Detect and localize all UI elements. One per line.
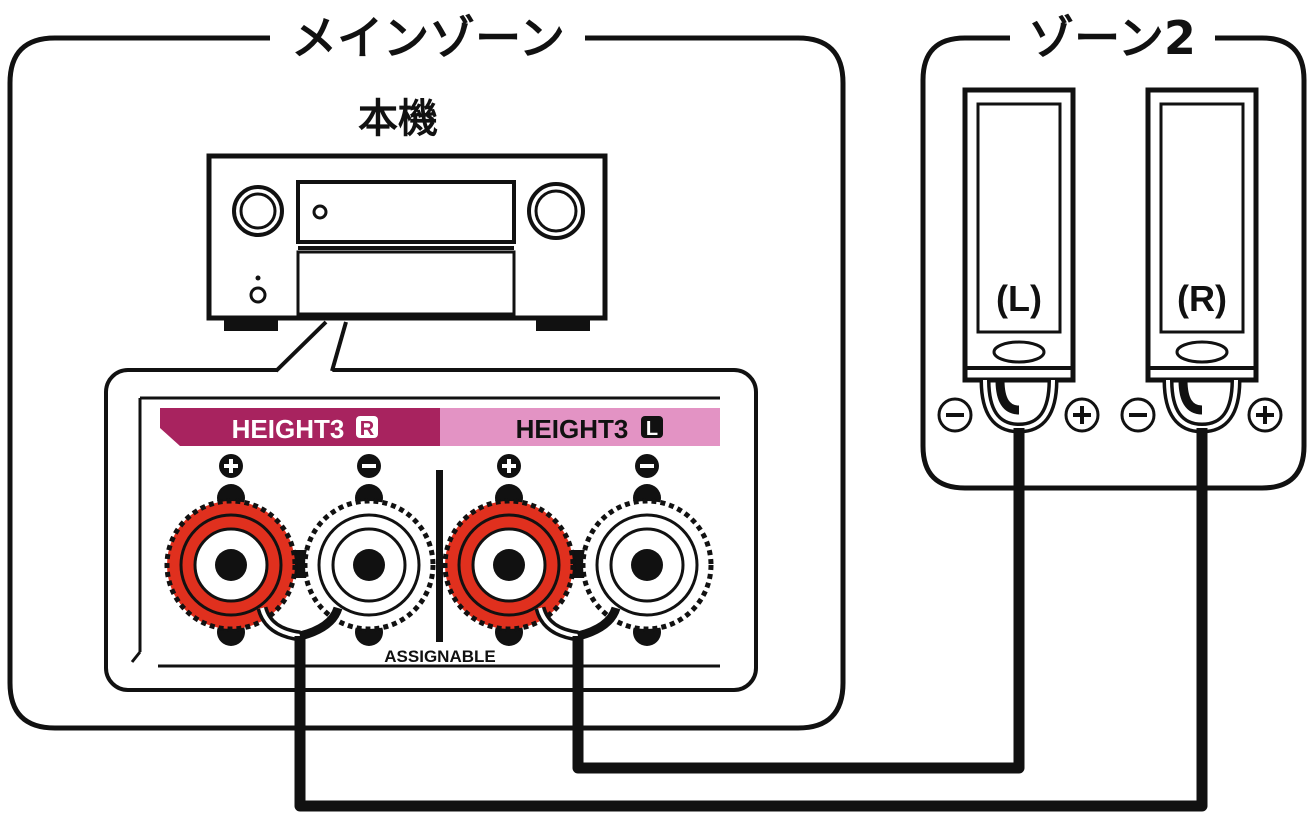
minus-icon [1120,397,1156,433]
speaker-left [962,87,1076,383]
terminal-height3-l-plus [442,484,576,646]
minus-icon [937,397,973,433]
height3-l-label: HEIGHT3 [516,414,629,444]
power-button-icon [249,286,267,304]
terminal-cable-loop-r [256,606,343,642]
plus-icon [1247,397,1283,433]
speaker-left-cable-loop [979,379,1059,434]
height3-l-banner [440,408,720,446]
receiver-foot-right [536,318,590,331]
receiver-display [296,180,516,244]
indicator-icon [312,204,328,220]
cable-to-speaker-left [572,428,1025,774]
main-zone-title: メインゾーン [291,11,565,65]
terminal-height3-r-minus [302,484,436,646]
speaker-right [1145,87,1259,383]
receiver-foot-left [224,318,278,331]
power-dot-icon [255,275,261,281]
terminal-divider [436,470,443,642]
speaker-right-label: (R) [1177,278,1227,319]
assignable-label: ASSIGNABLE [384,647,495,666]
receiver-front-panel [296,250,516,316]
main-zone-frame [7,35,846,731]
badge-r-icon [356,416,378,438]
badge-l-icon [641,416,663,438]
av-receiver [206,153,608,331]
zone2-frame [920,35,1307,491]
plus-icon [1064,397,1100,433]
badge-r: R [360,418,375,440]
terminal-height3-l-minus [580,484,714,646]
minus-icon [635,454,659,478]
badge-l: L [646,418,658,440]
terminal-height3-r-plus [164,484,298,646]
zone2-title: ゾーン2 [1028,11,1196,65]
cable-to-speaker-right [294,428,1208,812]
terminal-cable-loop-l [534,606,621,642]
speaker-right-cable-loop [1162,379,1242,434]
minus-icon [357,454,381,478]
speaker-left-label: (L) [996,278,1042,319]
unit-label: 本機 [358,96,438,142]
plus-icon [219,454,243,478]
plus-icon [497,454,521,478]
height3-r-label: HEIGHT3 [232,414,345,444]
